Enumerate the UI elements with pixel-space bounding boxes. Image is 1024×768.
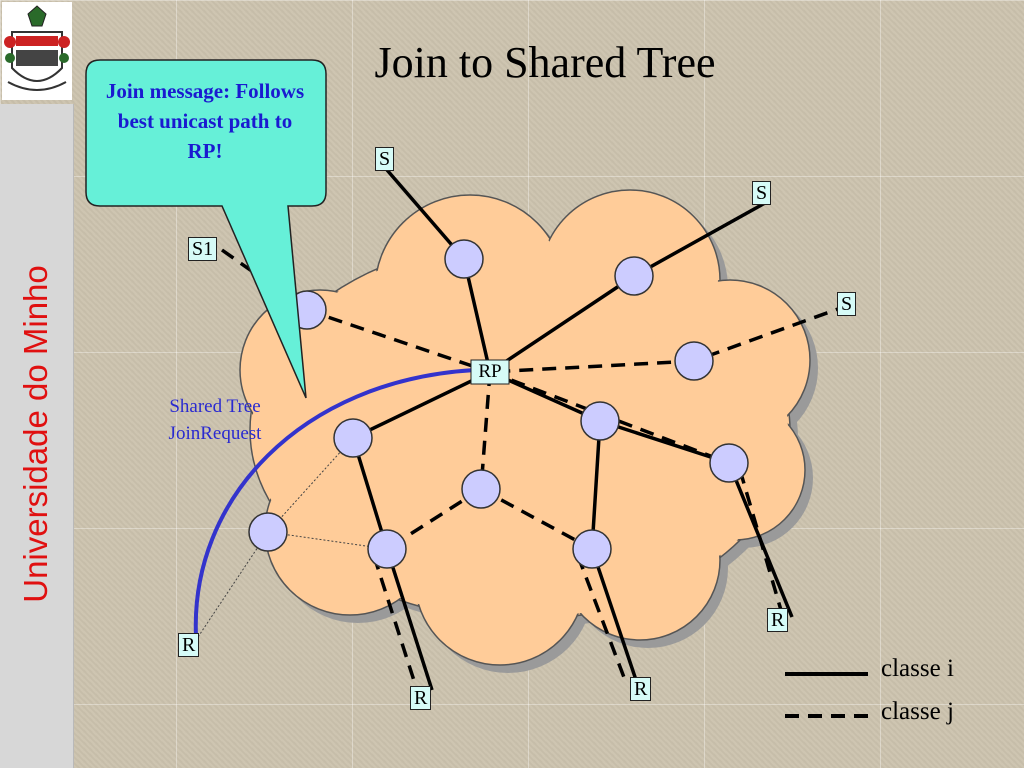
node-source-right: S [837, 292, 857, 316]
sidebar-band [0, 104, 74, 768]
university-logo [2, 2, 72, 100]
node-source-top: S [375, 147, 395, 171]
node-source-upper-right: S [752, 181, 772, 205]
dotted-links [195, 437, 388, 641]
routers [248, 239, 749, 569]
router-node [674, 341, 714, 381]
annotation-line-1: Shared Tree [169, 396, 261, 417]
legend-solid-label: classe i [881, 655, 954, 682]
router-node [709, 443, 749, 483]
router-node [367, 529, 407, 569]
router-node [572, 529, 612, 569]
shared-tree-annotation: Shared Tree JoinRequest [150, 393, 280, 447]
shared-tree-join-path [193, 368, 476, 637]
router-node [461, 469, 501, 509]
node-receiver-left: R [178, 633, 200, 657]
node-s1: S1 [188, 237, 218, 261]
node-receiver-right: R [767, 608, 789, 632]
callout-text: Join message: Follows best unicast path … [105, 79, 305, 163]
rp-label: RP [478, 361, 502, 382]
slide-title: Join to Shared Tree [374, 38, 716, 87]
rp-node-box [470, 359, 510, 385]
router-node [580, 401, 620, 441]
router-node [248, 512, 288, 552]
legend-dashed-label: classe j [881, 698, 954, 725]
router-node [614, 256, 654, 296]
node-receiver-bottom-left: R [410, 686, 432, 710]
callout-balloon [85, 59, 327, 399]
router-node [444, 239, 484, 279]
router-node [333, 418, 373, 458]
node-receiver-bottom-mid: R [630, 677, 652, 701]
annotation-line-2: JoinRequest [168, 423, 262, 444]
